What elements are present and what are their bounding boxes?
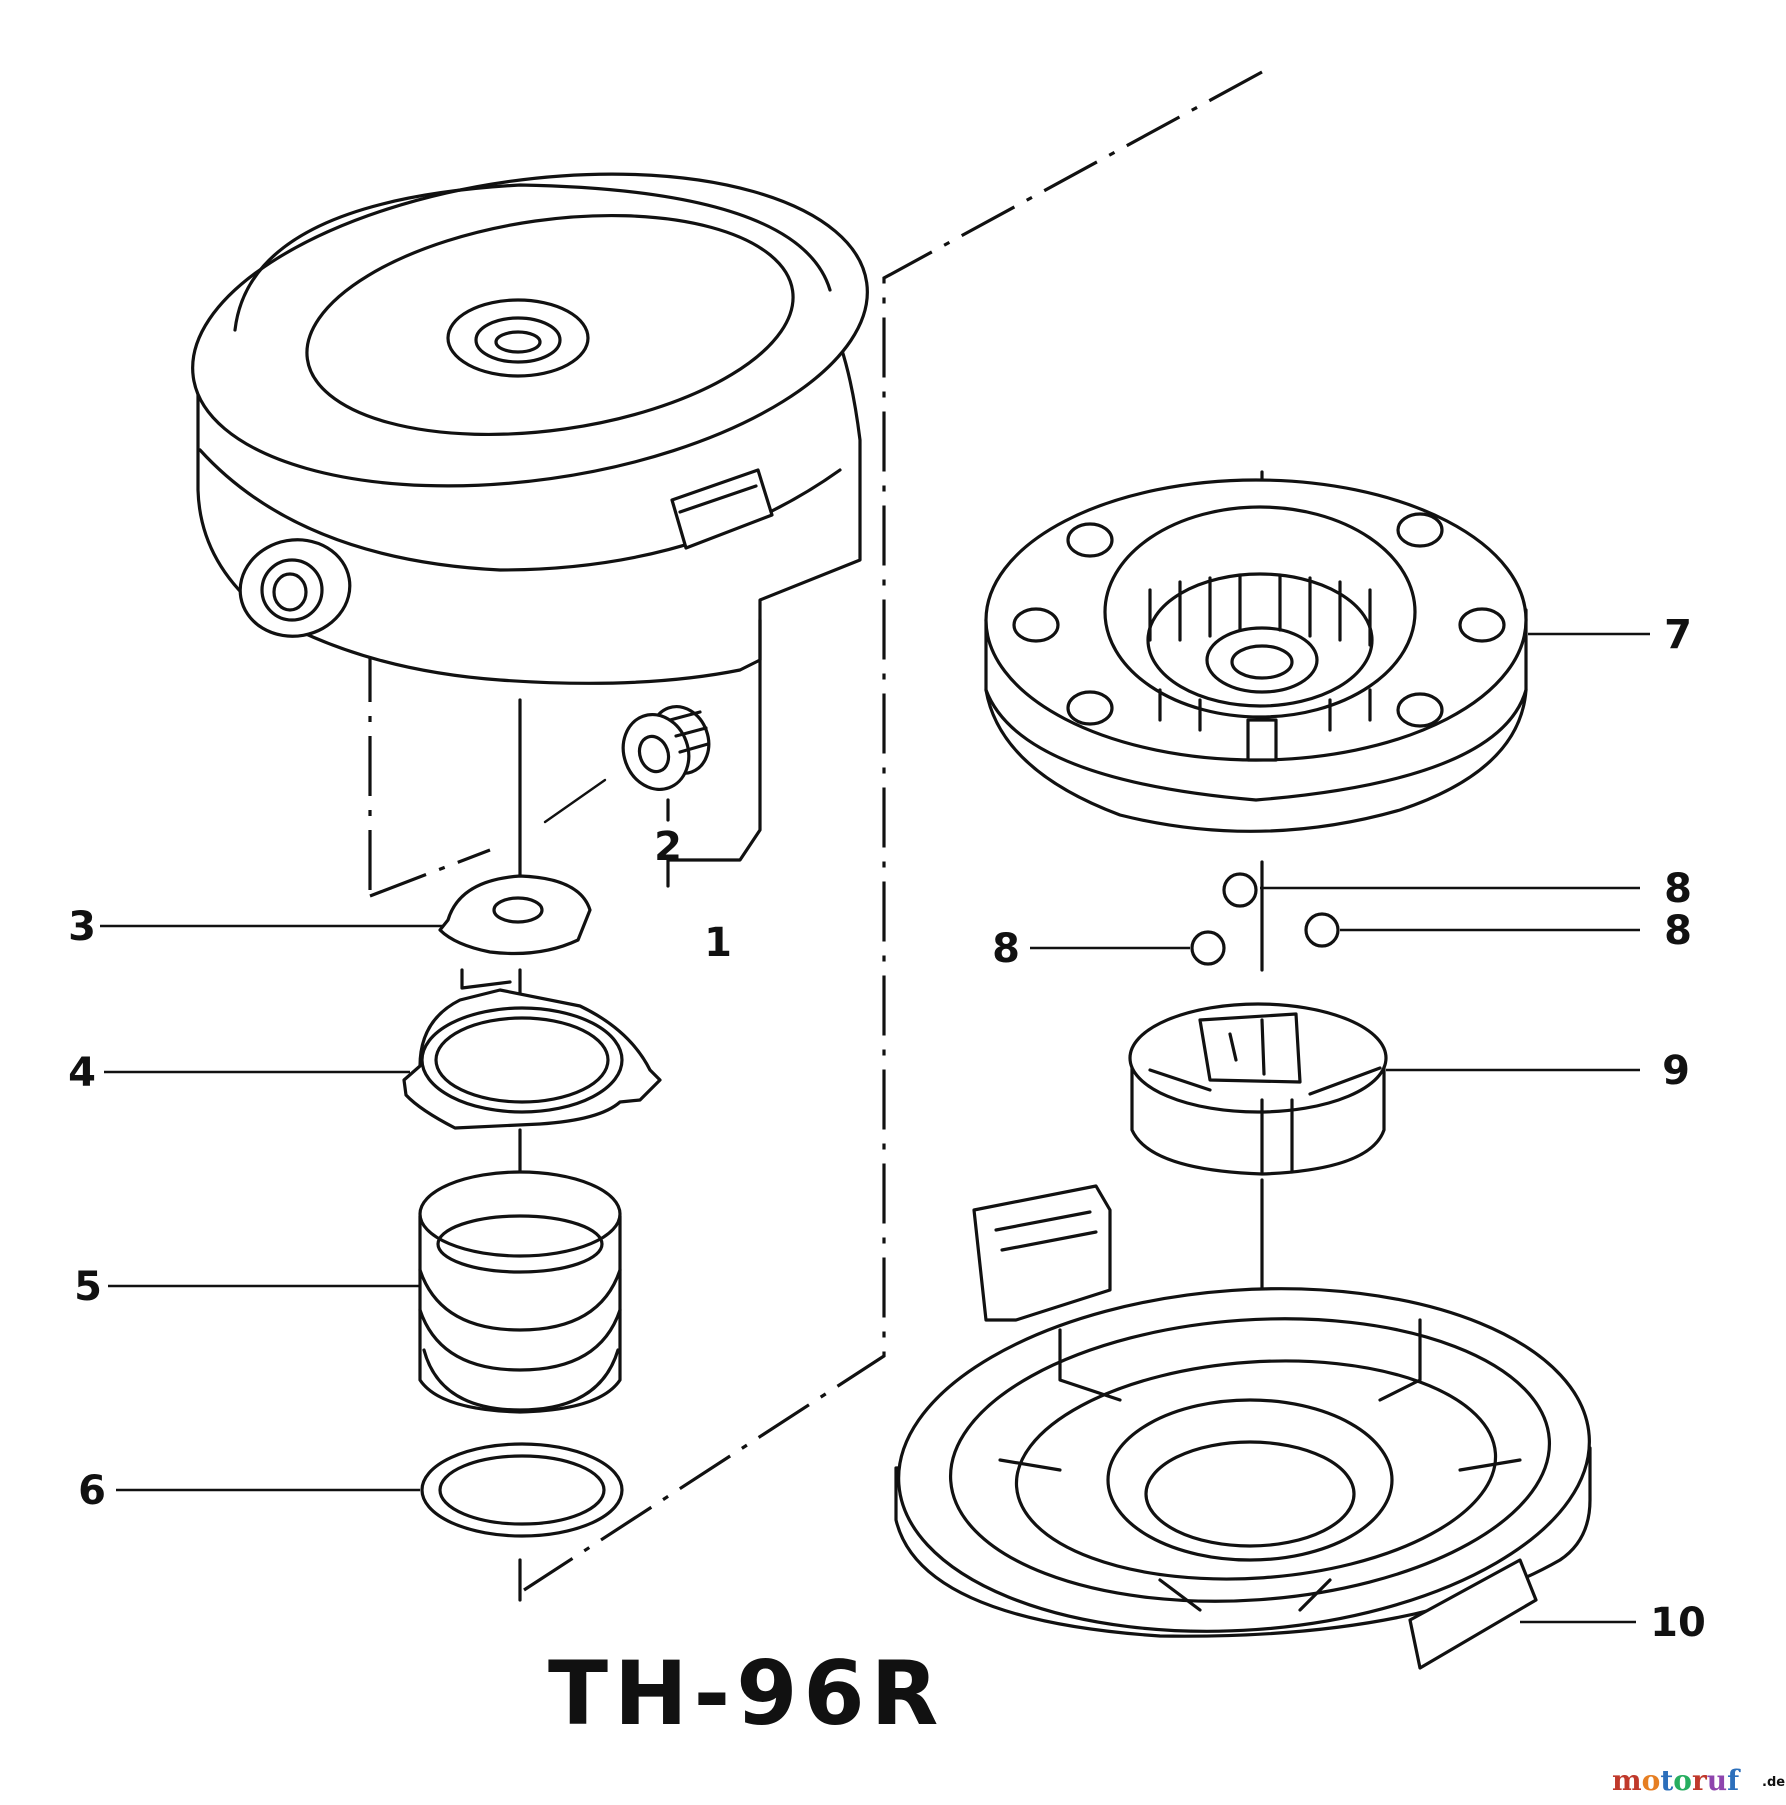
- callout-1: 1: [704, 920, 732, 966]
- watermark-letter: o: [1673, 1764, 1692, 1797]
- callout-8c: 8: [1664, 908, 1692, 954]
- callout-8a: 8: [1664, 866, 1692, 912]
- part-7-hub: [984, 478, 1528, 833]
- part-10-base: [894, 1184, 1592, 1670]
- callout-2: 2: [654, 824, 682, 870]
- callout-4: 4: [68, 1050, 96, 1096]
- callout-10: 10: [1650, 1600, 1706, 1646]
- motoruf-watermark: motoruf .de: [1612, 1764, 1785, 1797]
- callout-labels: 1 2 3 4 5 6 7 8 8 8 9 10: [68, 612, 1706, 1646]
- part-1-bracket: [666, 618, 762, 888]
- callout-6: 6: [78, 1468, 106, 1514]
- part-8-balls: [1190, 872, 1340, 966]
- watermark-letter: r: [1692, 1764, 1708, 1797]
- svg-text:motoruf: motoruf: [1612, 1764, 1741, 1797]
- watermark-letter: o: [1642, 1764, 1661, 1797]
- watermark-suffix: .de: [1762, 1775, 1785, 1790]
- callout-9: 9: [1662, 1048, 1690, 1094]
- part-4-ring: [402, 968, 662, 1130]
- part-6-oring: [420, 1442, 624, 1538]
- watermark-letter: m: [1612, 1764, 1642, 1797]
- part-1-cover: [191, 172, 869, 685]
- part-2-eyelet: [621, 705, 711, 822]
- part-5-spring: [418, 1170, 622, 1414]
- callout-5: 5: [74, 1264, 102, 1310]
- callout-7: 7: [1664, 612, 1692, 658]
- watermark-letter: t: [1660, 1764, 1673, 1797]
- leader-lines: [100, 632, 1650, 1624]
- part-9-cam: [1128, 1002, 1388, 1176]
- model-title: TH-96R: [548, 1642, 944, 1745]
- callout-8b: 8: [992, 926, 1020, 972]
- callout-3: 3: [68, 904, 96, 950]
- part-3-clip: [438, 874, 592, 956]
- watermark-letter: u: [1707, 1764, 1727, 1797]
- watermark-letter: f: [1727, 1764, 1741, 1797]
